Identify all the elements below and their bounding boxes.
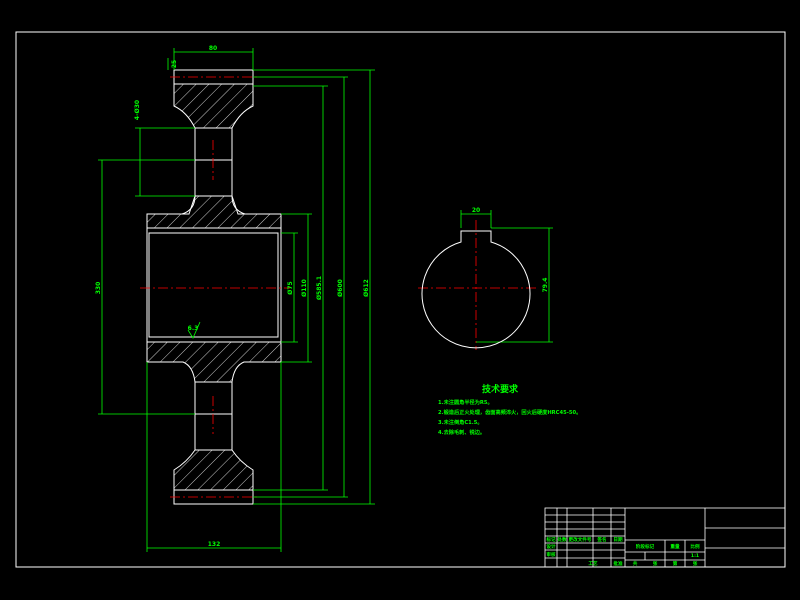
tb-cell: 更改文件号 [569, 536, 592, 543]
dim-web-hole: 4-Ø30 [134, 100, 141, 120]
technical-notes: 技术要求 1.未注圆角半径为R5。 2.锻造后正火处理，齿面高频淬火，回火后硬度… [438, 383, 581, 436]
note-item: 1.未注圆角半径为R5。 [438, 398, 493, 406]
dim-surface-finish: 6.3 [188, 325, 199, 332]
top-rim-hatch [173, 83, 254, 129]
lower-hub-hatch [146, 341, 282, 383]
bore-end-view [421, 230, 531, 349]
tb-cell: 审核 [546, 551, 556, 558]
hub-bore [146, 227, 282, 343]
tb-cell: 处数 [556, 536, 567, 543]
dim-key-depth: 79.4 [542, 278, 549, 293]
dim-top-width: 80 [209, 45, 217, 52]
dim-bore-length: 330 [95, 282, 102, 295]
hub-bore-inner [148, 232, 279, 338]
centerlines [140, 76, 536, 498]
dim-hub-diameter: Ø110 [301, 279, 308, 297]
notes-title: 技术要求 [482, 383, 519, 395]
lower-web [194, 382, 233, 450]
title-block-texts: 标记 处数 更改文件号 签名 日期 阶段标记 重量 比例 1:1 设计 审核 工… [545, 536, 700, 567]
gear-section-view [146, 69, 282, 505]
tb-cell: 共 [633, 560, 638, 567]
upper-hub-hatch [146, 195, 282, 229]
dimension-lines [98, 48, 553, 552]
dim-tip-diameter: Ø612 [363, 279, 370, 297]
dim-bore-diameter: Ø75 [287, 281, 294, 294]
drawing-frame [15, 31, 786, 568]
note-item: 3.未注倒角C1.5。 [438, 418, 483, 426]
dim-root-diameter: Ø585.1 [316, 276, 323, 300]
title-block [544, 507, 786, 568]
tb-cell: 日期 [613, 536, 623, 543]
dimension-texts: 80 25 4-Ø30 330 Ø75 Ø110 Ø585.1 Ø600 Ø61… [95, 45, 549, 548]
tb-cell: 设计 [546, 543, 556, 550]
tb-cell: 张 [653, 560, 658, 567]
dim-bottom-width: 132 [208, 541, 221, 548]
tb-cell: 标记 [545, 536, 556, 543]
keyway-bore-outline [421, 230, 531, 349]
tb-cell: 第 [673, 560, 678, 567]
tb-cell: 阶段标记 [636, 543, 655, 550]
dim-pitch-diameter: Ø600 [337, 279, 344, 297]
note-item: 4.去除毛刺、锐边。 [438, 428, 485, 436]
tb-cell: 张 [693, 560, 698, 567]
tb-cell: 签名 [596, 536, 606, 543]
dim-key-width: 20 [472, 207, 480, 214]
note-item: 2.锻造后正火处理，齿面高频淬火，回火后硬度HRC45-50。 [438, 408, 581, 416]
bottom-rim-hatch [173, 449, 254, 491]
tb-cell: 工艺 [588, 560, 598, 567]
dim-rim-thickness: 25 [171, 60, 178, 68]
tb-cell: 1:1 [691, 553, 699, 559]
tb-cell: 比例 [690, 543, 700, 550]
tb-cell: 批准 [613, 560, 623, 567]
tb-cell: 重量 [670, 543, 680, 550]
